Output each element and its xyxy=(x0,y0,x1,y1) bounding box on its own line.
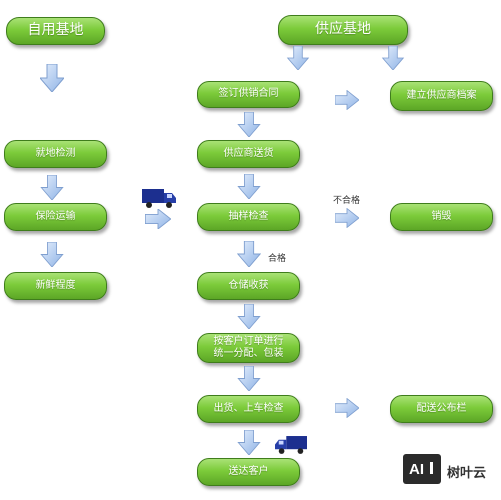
arrow-down-icon xyxy=(237,430,261,455)
node-sampling-check: 抽样检查 xyxy=(197,203,300,231)
node-insured-transport: 保险运输 xyxy=(4,203,107,231)
arrow-right-icon xyxy=(335,90,359,110)
watermark-logo: AI xyxy=(403,454,441,484)
truck-icon xyxy=(275,436,307,454)
truck-icon xyxy=(142,189,176,208)
arrow-down-icon xyxy=(237,241,261,267)
node-delivery-board: 配送公布栏 xyxy=(390,395,493,423)
arrow-down-icon xyxy=(237,304,261,329)
arrow-down-icon xyxy=(381,46,405,70)
arrow-down-icon xyxy=(237,174,261,199)
node-supplier-delivery: 供应商送货 xyxy=(197,140,300,168)
node-ship-check: 出货、上车检查 xyxy=(197,395,300,423)
svg-text:AI: AI xyxy=(409,461,424,478)
node-supply-base: 供应基地 xyxy=(278,15,408,45)
node-build-archive: 建立供应商档案 xyxy=(390,81,493,111)
node-order-pack: 按客户订单进行 统一分配、包装 xyxy=(197,333,300,363)
label-unqualified: 不合格 xyxy=(333,196,361,206)
node-sign-contract: 签订供销合同 xyxy=(197,81,300,108)
arrow-right-icon xyxy=(145,209,171,229)
arrow-right-icon xyxy=(335,398,359,418)
node-freshness: 新鲜程度 xyxy=(4,272,107,300)
arrow-down-icon xyxy=(286,46,310,70)
node-self-base: 自用基地 xyxy=(6,17,105,45)
arrow-down-icon xyxy=(237,112,261,137)
arrow-right-icon xyxy=(335,208,359,228)
arrow-down-icon xyxy=(40,175,64,200)
node-storage-receive: 仓储收获 xyxy=(197,272,300,300)
arrow-down-icon xyxy=(40,242,64,267)
node-field-test: 就地检测 xyxy=(4,140,107,168)
watermark-brand: 树叶云 xyxy=(447,466,487,481)
label-qualified: 合格 xyxy=(268,254,287,264)
node-destroy: 销毁 xyxy=(390,203,493,231)
arrow-down-icon xyxy=(237,366,261,391)
node-deliver-customer: 送达客户 xyxy=(197,458,300,486)
arrow-down-icon xyxy=(40,64,64,92)
